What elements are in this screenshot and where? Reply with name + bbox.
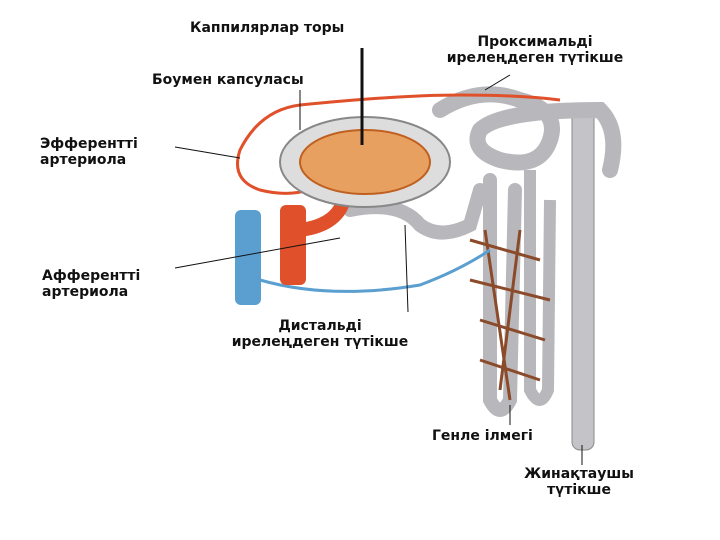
label-afferent-line2: артериола xyxy=(42,284,129,300)
venous-branches xyxy=(259,248,491,293)
glomerulus xyxy=(299,129,431,195)
henle-loop xyxy=(483,173,522,417)
label-distal-line2: ирелеңдеген түтікше xyxy=(231,334,409,350)
leader-lines xyxy=(174,48,583,465)
vein xyxy=(235,210,261,305)
label-collecting-duct: Жинақтаушы түтікше xyxy=(515,466,643,498)
label-efferent-line2: артериола xyxy=(40,152,127,168)
label-afferent-line1: Афферентті xyxy=(42,268,141,284)
label-proximal-tubule: Проксимальді ирелеңдеген түтікше xyxy=(440,34,630,66)
proximal-tubule xyxy=(432,86,622,178)
efferent-arteriole xyxy=(236,93,561,195)
henle-loop-second-limb xyxy=(524,170,556,406)
label-proximal-line1: Проксимальді xyxy=(477,34,593,50)
label-distal-tubule: Дистальді ирелеңдеген түтікше xyxy=(222,318,418,350)
label-distal-line1: Дистальді xyxy=(278,318,362,334)
label-proximal-line2: ирелеңдеген түтікше xyxy=(446,50,624,66)
label-collecting-line2: түтікше xyxy=(546,482,612,498)
label-capillary-network: Каппилярлар торы xyxy=(190,20,345,36)
label-efferent-arteriole: Эфферентті артериола xyxy=(40,136,138,168)
label-bowman-capsule: Боумен капсуласы xyxy=(152,72,304,88)
label-henle-loop: Генле ілмегі xyxy=(432,428,533,444)
label-collecting-line1: Жинақтаушы xyxy=(524,466,634,482)
collecting-duct xyxy=(571,109,595,451)
label-afferent-arteriole: Афферентті артериола xyxy=(42,268,140,300)
label-efferent-line1: Эфферентті xyxy=(40,136,138,152)
peritubular-capillaries xyxy=(469,229,551,401)
